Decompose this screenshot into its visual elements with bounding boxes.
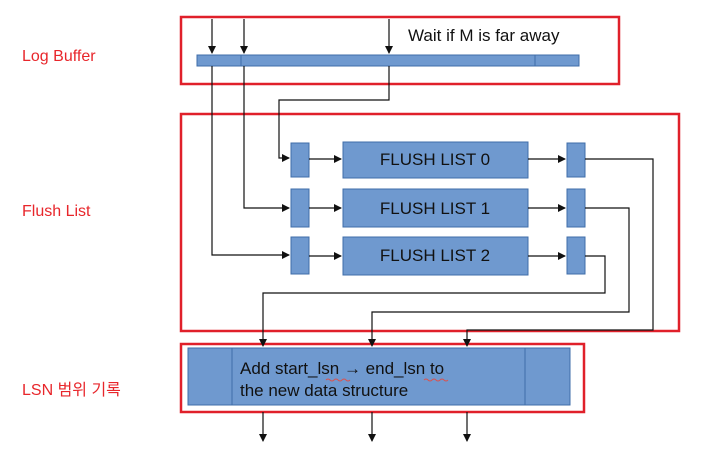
log-buffer-bar bbox=[196, 54, 580, 67]
flush-list-2-row: FLUSH LIST 2 bbox=[290, 236, 586, 276]
flush-list-0-right-slot bbox=[566, 142, 586, 178]
flush-list-2-label: FLUSH LIST 2 bbox=[380, 246, 490, 265]
lsn-record-bar bbox=[187, 347, 571, 406]
spellcheck-underline-1 bbox=[325, 378, 351, 382]
flush-list-1-label: FLUSH LIST 1 bbox=[380, 199, 490, 218]
outgoing-arrows bbox=[259, 412, 471, 442]
section-label-flush-list: Flush List bbox=[22, 203, 91, 220]
flush-list-0-left-slot bbox=[290, 142, 310, 178]
flush-list-1-left-slot bbox=[290, 188, 310, 228]
log-buffer-group-box bbox=[179, 15, 621, 86]
log-buffer-note: Wait if M is far away bbox=[408, 26, 560, 45]
lsn-record-group-box bbox=[179, 342, 586, 414]
flush-list-group-box bbox=[179, 112, 681, 333]
flush-list-2-left-slot bbox=[290, 236, 310, 275]
section-label-log-buffer: Log Buffer bbox=[22, 48, 96, 65]
spellcheck-underline-2 bbox=[423, 378, 449, 382]
flush-list-0-block bbox=[342, 141, 529, 179]
flush-list-internal-arrows bbox=[309, 155, 566, 260]
lsn-record-line-2: the new data structure bbox=[240, 381, 408, 400]
incoming-arrows bbox=[208, 19, 393, 54]
flush-list-2-block bbox=[342, 236, 529, 276]
flush-list-1-right-slot bbox=[566, 188, 586, 228]
flush-list-0-label: FLUSH LIST 0 bbox=[380, 150, 490, 169]
flush-list-2-right-slot bbox=[566, 236, 586, 275]
flush-list-1-block bbox=[342, 188, 529, 228]
lsn-record-line-1: Add start_lsn → end_lsn to bbox=[240, 359, 444, 378]
section-label-lsn-record: LSN 범위 기록 bbox=[22, 381, 121, 399]
flush-list-0-row: FLUSH LIST 0 bbox=[290, 141, 586, 179]
buffer-to-flush-connectors bbox=[211, 66, 390, 259]
flush-to-lsn-connectors bbox=[259, 158, 654, 347]
